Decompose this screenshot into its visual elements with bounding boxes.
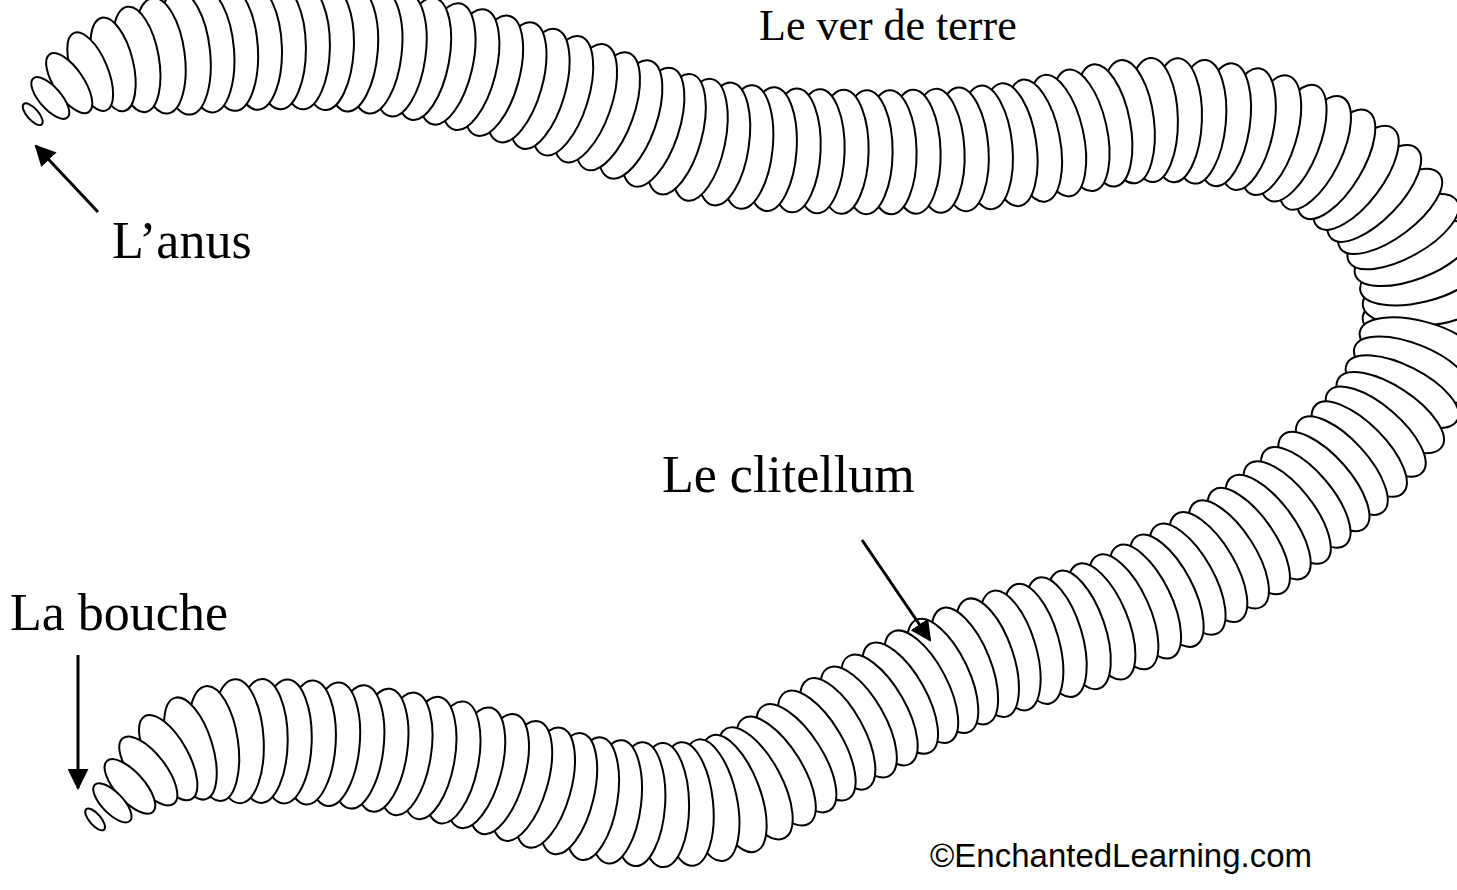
diagram-title: Le ver de terre — [759, 2, 1017, 50]
leader-line — [36, 146, 98, 212]
part-label: L’anus — [112, 212, 252, 269]
leader-line — [862, 540, 930, 640]
worm-body — [19, 0, 1457, 868]
worm-segment — [82, 805, 108, 833]
part-label: La bouche — [10, 584, 228, 641]
worm-segment — [19, 100, 46, 128]
part-label: Le clitellum — [662, 446, 915, 503]
leader-line — [77, 655, 80, 788]
copyright-note: ©EnchantedLearning.com — [930, 838, 1312, 874]
